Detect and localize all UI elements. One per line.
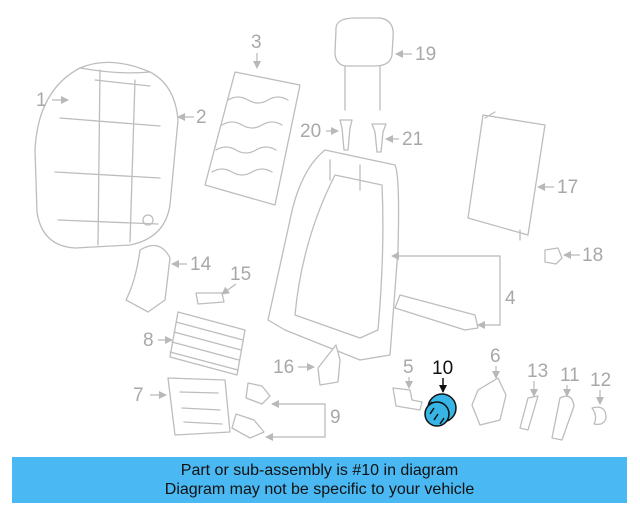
callout-10: 10 <box>432 358 453 379</box>
part-8-lumbar-mat <box>169 311 246 376</box>
callout-7: 7 <box>133 385 144 406</box>
callout-19: 19 <box>415 44 436 65</box>
part-17-panel <box>467 111 546 241</box>
callout-8: 8 <box>143 330 154 351</box>
callout-11: 11 <box>560 365 580 386</box>
part-19-headrest <box>334 17 394 111</box>
part-20-guide <box>339 119 353 151</box>
callout-9: 9 <box>330 407 341 428</box>
callout-20: 20 <box>300 121 321 142</box>
part-14-bracket <box>125 244 171 313</box>
parts-diagram: 1 2 3 19 20 21 4 17 <box>34 17 611 441</box>
callout-14: 14 <box>190 254 212 275</box>
banner-line-2: Diagram may not be specific to your vehi… <box>164 481 475 498</box>
part-12-clip <box>591 406 607 426</box>
callout-3: 3 <box>251 32 262 53</box>
callout-2: 2 <box>196 107 207 128</box>
part-15-pin <box>195 292 225 305</box>
callout-1: 1 <box>36 90 47 111</box>
callout-16: 16 <box>273 357 294 378</box>
part-10-knob <box>424 393 457 427</box>
callout-5: 5 <box>403 357 414 378</box>
callout-13: 13 <box>527 361 548 382</box>
part-1-seatback-cushion <box>34 61 179 249</box>
part-9-connector-b <box>231 413 265 439</box>
part-4-bracket <box>394 294 479 331</box>
part-16-cover <box>317 344 341 386</box>
banner-line-1: Part or sub-assembly is #10 in diagram <box>180 462 459 479</box>
part-7-lumbar-module <box>167 377 231 436</box>
callout-17: 17 <box>557 177 578 198</box>
callout-21: 21 <box>402 129 423 150</box>
callout-12: 12 <box>590 370 611 391</box>
part-11-lever <box>551 395 575 441</box>
part-5-bolt <box>392 387 423 411</box>
part-6-adjuster <box>471 377 507 426</box>
part-4-seatback-frame <box>267 149 400 361</box>
part-21-guide <box>371 123 387 153</box>
part-3-heating-pad <box>204 71 301 206</box>
callout-6: 6 <box>490 346 501 367</box>
info-banner: Part or sub-assembly is #10 in diagram D… <box>12 457 627 503</box>
part-9-connector-a <box>245 382 271 405</box>
part-13-trim <box>519 395 539 431</box>
callout-15: 15 <box>230 264 251 285</box>
callout-18: 18 <box>582 245 603 266</box>
part-18-clip <box>544 247 563 265</box>
callout-4: 4 <box>505 288 516 309</box>
